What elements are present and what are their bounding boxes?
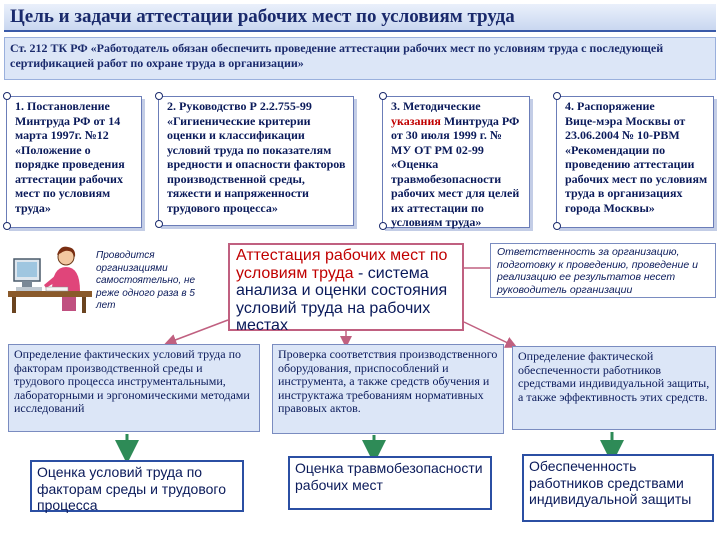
- result-box-3: Обеспеченность работников средствами инд…: [522, 454, 714, 522]
- scroll-curl-icon: [553, 92, 561, 100]
- task-arrow-1: [170, 320, 228, 342]
- doc-box-1: 1. Постановление Минтруда РФ от 14 марта…: [6, 96, 142, 228]
- doc-box-3: 3. Методические указания Минтруда РФ от …: [382, 96, 530, 228]
- page-title: Цель и задачи аттестации рабочих мест по…: [4, 4, 716, 32]
- task-box-2: Проверка соответствия производственного …: [272, 344, 504, 434]
- task-box-3: Определение фактической обеспеченности р…: [512, 346, 716, 430]
- scroll-curl-icon: [3, 222, 11, 230]
- doc-3-name: 3. Методические: [391, 99, 481, 113]
- office-worker-icon: [6, 243, 94, 315]
- scroll-curl-icon: [155, 220, 163, 228]
- responsibility-note: Ответственность за организацию, подготов…: [490, 243, 716, 298]
- doc-4-body: Вице-мэра Москвы от 23.06.2004 № 10-РВМ …: [565, 114, 707, 215]
- result-box-1: Оценка условий труда по факторам среды и…: [30, 460, 244, 512]
- result-box-2: Оценка травмобезопасности рабочих мест: [288, 456, 492, 510]
- doc-2-name: 2. Руководство Р 2.2.755-99: [167, 99, 312, 113]
- scroll-curl-icon: [379, 222, 387, 230]
- doc-3-name-2: указания: [391, 114, 441, 128]
- doc-1-body: Минтруда РФ от 14 марта 1997г. №12 «Поло…: [15, 114, 125, 215]
- task-arrow-3: [464, 322, 512, 345]
- doc-4-name: 4. Распоряжение: [565, 99, 655, 113]
- legal-basis-banner: Ст. 212 ТК РФ «Работодатель обязан обесп…: [4, 37, 716, 80]
- doc-3-body: Минтруда РФ от 30 июля 1999 г. № МУ ОТ Р…: [391, 114, 519, 230]
- scroll-curl-icon: [155, 92, 163, 100]
- scroll-curl-icon: [3, 92, 11, 100]
- doc-2-body: «Гигиенические критерии оценки и классиф…: [167, 114, 345, 215]
- doc-box-2: 2. Руководство Р 2.2.755-99 «Гигиеническ…: [158, 96, 354, 226]
- task-box-1: Определение фактических условий труда по…: [8, 344, 260, 432]
- doc-1-name: 1. Постановление: [15, 99, 110, 113]
- scroll-curl-icon: [379, 92, 387, 100]
- attestation-definition-box: Аттестация рабочих мест по условиям труд…: [228, 243, 464, 331]
- doc-box-4: 4. Распоряжение Вице-мэра Москвы от 23.0…: [556, 96, 714, 228]
- scroll-curl-icon: [553, 222, 561, 230]
- frequency-note: Проводится организациями самостоятельно,…: [96, 250, 216, 320]
